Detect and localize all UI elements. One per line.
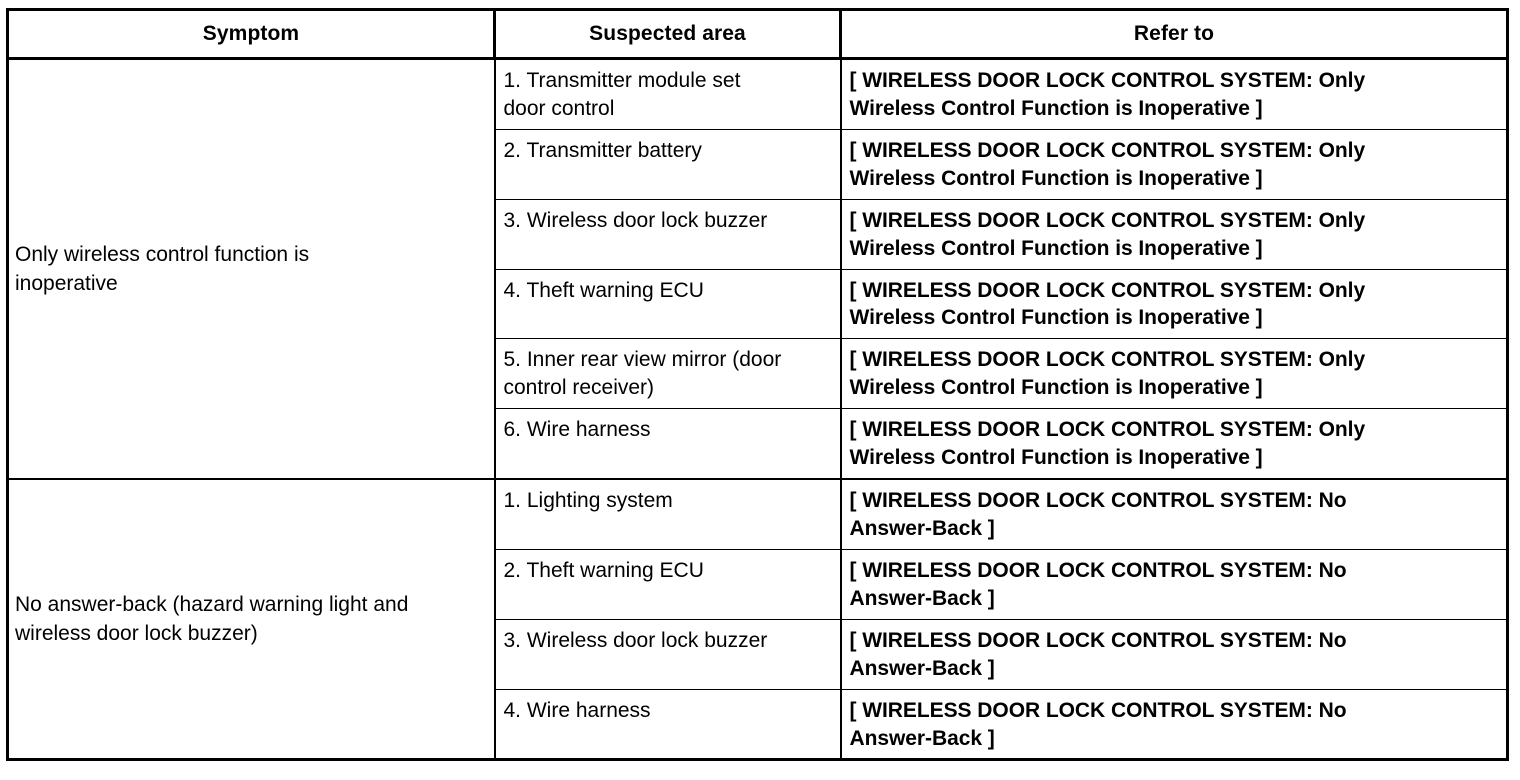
column-header-suspected-area: Suspected area xyxy=(493,9,842,60)
column-header-refer-to: Refer to xyxy=(839,9,1508,60)
suspected-area-cell: 2. Theft warning ECU xyxy=(493,548,842,620)
refer-to-cell[interactable]: [ WIRELESS DOOR LOCK CONTROL SYSTEM: Onl… xyxy=(839,128,1508,200)
refer-to-cell[interactable]: [ WIRELESS DOOR LOCK CONTROL SYSTEM: Onl… xyxy=(839,198,1508,270)
refer-to-cell[interactable]: [ WIRELESS DOOR LOCK CONTROL SYSTEM: Onl… xyxy=(839,57,1508,130)
table-row: 4. Wire harness [ WIRELESS DOOR LOCK CON… xyxy=(8,688,1508,760)
table-row: 2. Transmitter battery [ WIRELESS DOOR L… xyxy=(8,128,1508,200)
refer-to-link-text: [ WIRELESS DOOR LOCK CONTROL SYSTEM: No … xyxy=(849,489,1347,540)
refer-to-link-text: [ WIRELESS DOOR LOCK CONTROL SYSTEM: No … xyxy=(849,698,1347,750)
suspected-area-text: 3. Wireless door lock buzzer xyxy=(503,628,768,652)
refer-to-link-text: [ WIRELESS DOOR LOCK CONTROL SYSTEM: Onl… xyxy=(849,138,1366,190)
suspected-area-text: 4. Theft warning ECU xyxy=(503,278,704,302)
table-row: 3. Wireless door lock buzzer [ WIRELESS … xyxy=(8,618,1508,690)
suspected-area-text: 1. Lighting system xyxy=(503,489,673,513)
symptom-cell: No answer-back (hazard warning light and… xyxy=(7,478,496,761)
table-header: Symptom Suspected area Refer to xyxy=(7,9,1508,60)
suspected-area-cell: 5. Inner rear view mirror (door control … xyxy=(493,338,842,410)
refer-to-cell[interactable]: [ WIRELESS DOOR LOCK CONTROL SYSTEM: Onl… xyxy=(839,268,1508,340)
symptom-text: Only wireless control function is inoper… xyxy=(15,242,310,295)
suspected-area-text: 2. Transmitter battery xyxy=(503,138,702,162)
suspected-area-cell: 3. Wireless door lock buzzer xyxy=(493,618,842,690)
table-header-row: Symptom Suspected area Refer to xyxy=(7,9,1508,60)
refer-to-cell[interactable]: [ WIRELESS DOOR LOCK CONTROL SYSTEM: No … xyxy=(839,688,1508,760)
table-row: 5. Inner rear view mirror (door control … xyxy=(8,338,1508,410)
symptom-cell: Only wireless control function is inoper… xyxy=(7,57,496,481)
table-row: No answer-back (hazard warning light and… xyxy=(7,478,1508,761)
suspected-area-text: 1. Transmitter module set door control xyxy=(503,69,741,120)
refer-to-cell[interactable]: [ WIRELESS DOOR LOCK CONTROL SYSTEM: No … xyxy=(839,478,1508,550)
refer-to-link-text: [ WIRELESS DOOR LOCK CONTROL SYSTEM: Onl… xyxy=(849,69,1366,120)
refer-to-link-text: [ WIRELESS DOOR LOCK CONTROL SYSTEM: No … xyxy=(849,628,1347,680)
suspected-area-text: 4. Wire harness xyxy=(503,698,651,722)
suspected-area-cell: 3. Wireless door lock buzzer xyxy=(493,198,842,270)
refer-to-link-text: [ WIRELESS DOOR LOCK CONTROL SYSTEM: Onl… xyxy=(849,208,1366,260)
refer-to-cell[interactable]: [ WIRELESS DOOR LOCK CONTROL SYSTEM: No … xyxy=(839,618,1508,690)
suspected-area-cell: 4. Theft warning ECU xyxy=(493,268,842,340)
suspected-area-cell: 1. Lighting system xyxy=(493,478,842,550)
symptom-text: No answer-back (hazard warning light and… xyxy=(15,592,409,645)
refer-to-link-text: [ WIRELESS DOOR LOCK CONTROL SYSTEM: Onl… xyxy=(849,418,1366,470)
suspected-area-text: 3. Wireless door lock buzzer xyxy=(503,208,768,232)
refer-to-link-text: [ WIRELESS DOOR LOCK CONTROL SYSTEM: Onl… xyxy=(849,278,1366,330)
suspected-area-text: 2. Theft warning ECU xyxy=(503,558,704,582)
table-row: 4. Theft warning ECU [ WIRELESS DOOR LOC… xyxy=(8,268,1508,340)
suspected-area-cell: 6. Wire harness xyxy=(493,408,842,480)
symptom-diagnosis-table: Symptom Suspected area Refer to Only wir… xyxy=(6,8,1509,762)
column-header-symptom: Symptom xyxy=(7,9,496,60)
refer-to-cell[interactable]: [ WIRELESS DOOR LOCK CONTROL SYSTEM: No … xyxy=(839,548,1508,620)
suspected-area-text: 6. Wire harness xyxy=(503,418,651,442)
refer-to-cell[interactable]: [ WIRELESS DOOR LOCK CONTROL SYSTEM: Onl… xyxy=(839,338,1508,410)
refer-to-cell[interactable]: [ WIRELESS DOOR LOCK CONTROL SYSTEM: Onl… xyxy=(839,408,1508,480)
table-body: Only wireless control function is inoper… xyxy=(7,57,1508,761)
refer-to-link-text: [ WIRELESS DOOR LOCK CONTROL SYSTEM: No … xyxy=(849,558,1347,610)
suspected-area-cell: 1. Transmitter module set door control xyxy=(493,57,842,130)
table-row: Only wireless control function is inoper… xyxy=(7,57,1508,481)
table-row: 3. Wireless door lock buzzer [ WIRELESS … xyxy=(8,198,1508,270)
refer-to-link-text: [ WIRELESS DOOR LOCK CONTROL SYSTEM: Onl… xyxy=(849,348,1366,400)
suspected-area-cell: 4. Wire harness xyxy=(493,688,842,760)
suspected-area-text: 5. Inner rear view mirror (door control … xyxy=(503,348,782,400)
suspected-area-cell: 2. Transmitter battery xyxy=(493,128,842,200)
